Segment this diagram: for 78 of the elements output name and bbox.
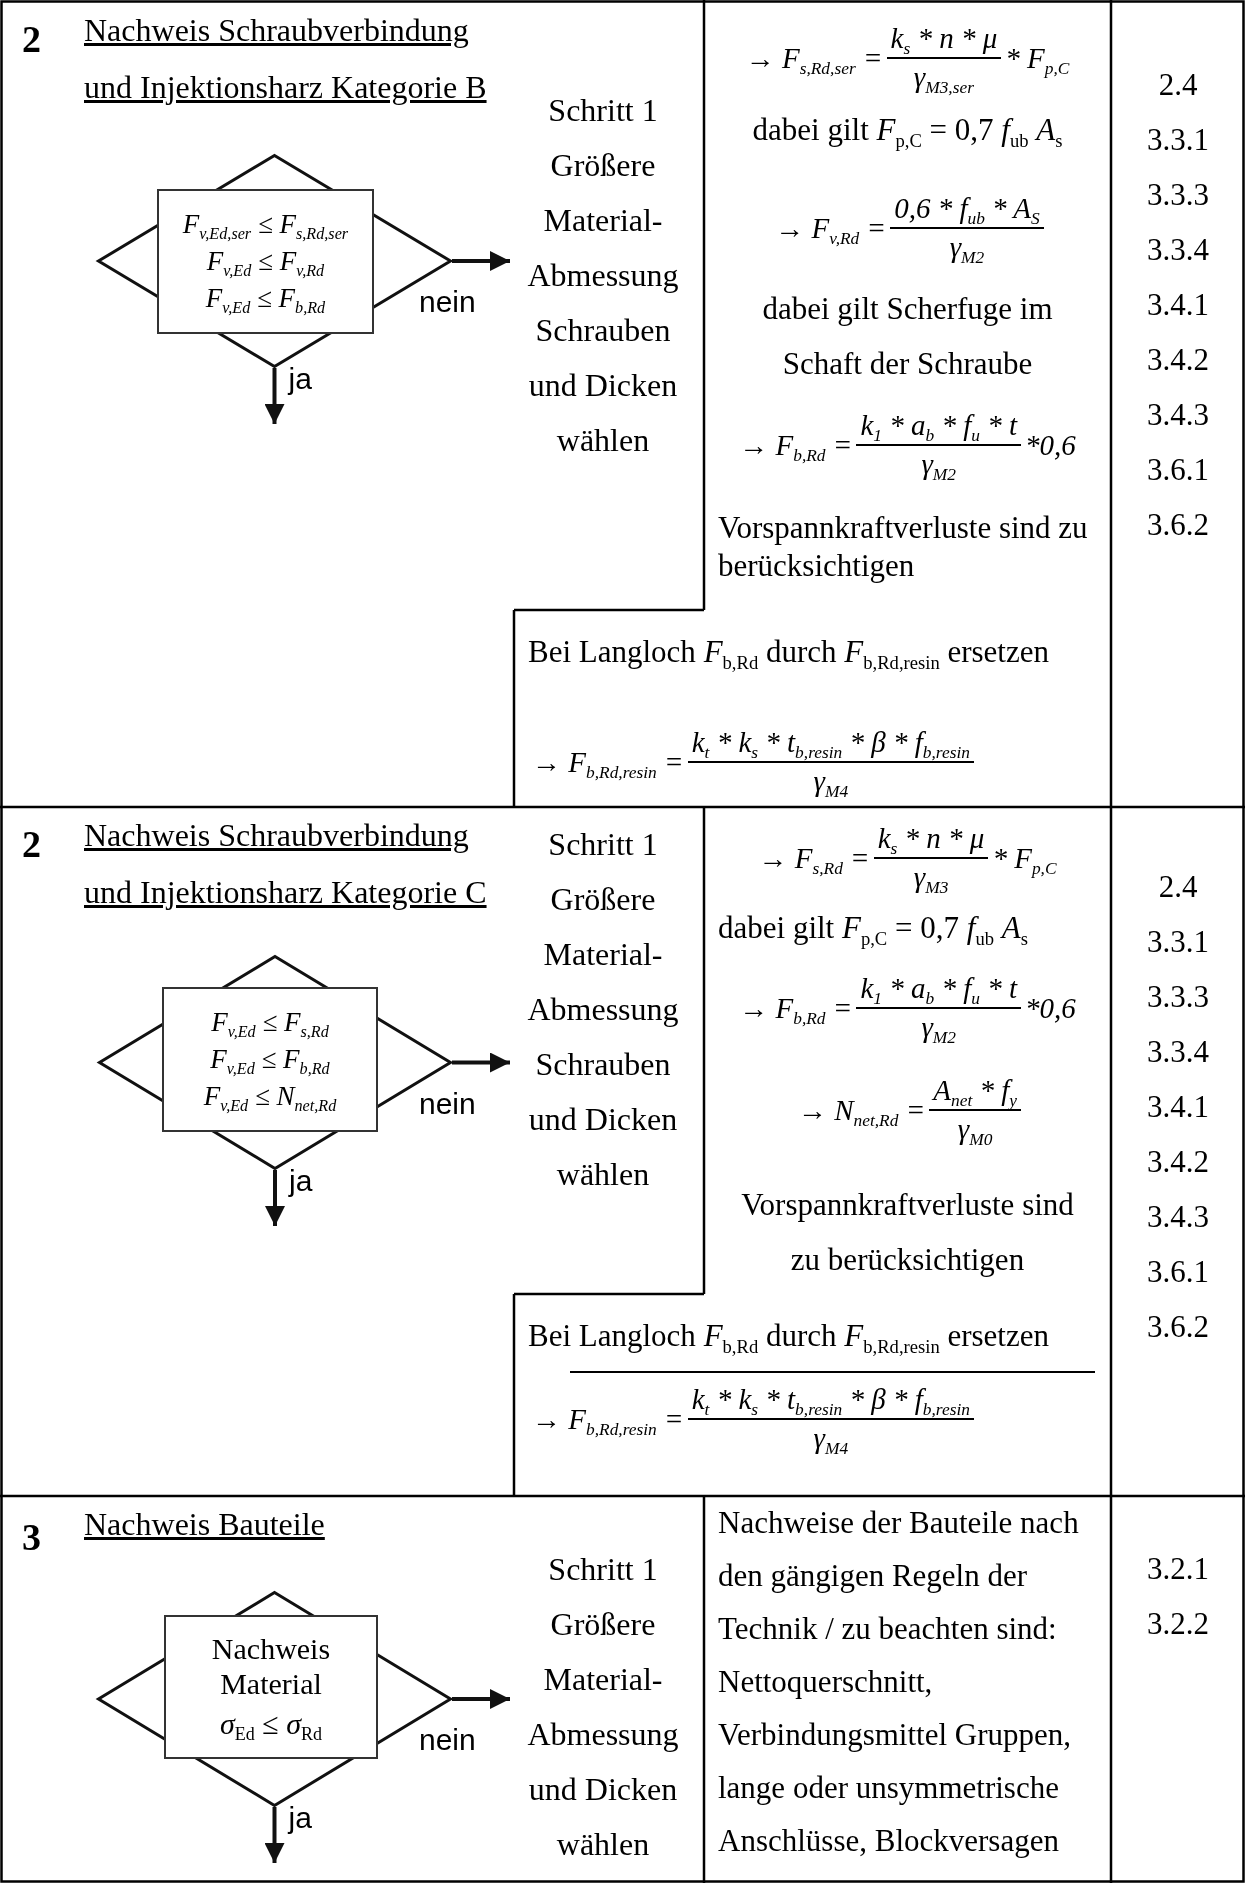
section-heading: Nachweis Bauteile (84, 1505, 326, 1544)
numerator: k$_{t}$ * k$_{s}$ * t$_{b,resin}$ * β * f$_{b,resin}$ (687, 726, 974, 763)
reference-number: 3.3.4 (1147, 1033, 1209, 1071)
note-text: Nachweise der Bauteile nach den gängigen Regeln der Technik / zu beachten sind: Nettoquerschnitt, Verbindungsmittel Gruppen, lange oder unsymmetrische Anschlüsse, Blockversagen (718, 1504, 1080, 1860)
formula-text: dabei gilt F$_{p,C}$ = 0,7 f$_{ub}$ A$_{s}$ (752, 111, 1063, 150)
reference-number: 3.3.3 (1147, 176, 1209, 214)
condition-text: F$_{v,Ed}$ ≤ N$_{net,Rd}$ (203, 1081, 337, 1113)
arrow (452, 1689, 510, 1709)
formula-term: → F$_{v,Rd}$ = (774, 211, 888, 245)
formula-term: → F$_{b,Rd,resin}$ = (531, 1402, 685, 1436)
step-text: Schritt 1 Größere Material- Abmessung und Dicken wählen (510, 1542, 696, 1872)
formula-term: → F$_{s,Rd,ser}$ = (744, 41, 884, 75)
reference-number: 3.6.2 (1147, 506, 1209, 544)
arrow (265, 1170, 285, 1226)
reference-number: 3.3.1 (1147, 923, 1209, 961)
reference-number: 3.6.1 (1147, 451, 1209, 489)
reference-number: 3.4.2 (1147, 1143, 1209, 1181)
step-text: Schritt 1 Größere Material- Abmessung Schrauben und Dicken wählen (510, 83, 696, 468)
reference-number: 2.4 (1158, 868, 1198, 906)
numerator: k$_{s}$ * n * μ (873, 822, 989, 859)
section-heading: Nachweis Schraubverbindung und Injektionsharz Kategorie B (84, 11, 488, 107)
denominator: γ$_{M2}$ (921, 447, 956, 481)
numerator: k$_{t}$ * k$_{s}$ * t$_{b,resin}$ * β * f$_{b,resin}$ (687, 1383, 974, 1420)
condition-text: σ$_{Ed}$ ≤ σ$_{Rd}$ (219, 1707, 323, 1742)
edge-label: ja (286, 1803, 314, 1833)
condition-text: F$_{v,Ed}$ ≤ F$_{b,Rd}$ (210, 1043, 330, 1075)
reference-number: 3.6.2 (1147, 1308, 1209, 1346)
condition-text: F$_{v,Ed,ser}$ ≤ F$_{s,Rd,ser}$ (182, 208, 349, 240)
formula-text: dabei gilt F$_{p,C}$ = 0,7 f$_{ub}$ A$_{s}$ (718, 909, 1028, 948)
arrow (264, 368, 285, 424)
step-text: Schritt 1 Größere Material- Abmessung Schrauben und Dicken wählen (510, 817, 696, 1202)
formula-text: Bei Langloch F$_{b,Rd}$ durch F$_{b,Rd,resin}$ ersetzen (528, 633, 1050, 672)
formula-term: *0,6 (1024, 428, 1077, 462)
denominator: γ$_{M3,ser}$ (913, 60, 974, 94)
formula-term: → F$_{b,Rd}$ = (738, 428, 854, 462)
section-number: 2 (22, 20, 41, 58)
numerator: k$_{1}$ * a$_{b}$ * f$_{u}$ * t (856, 409, 1021, 446)
reference-number: 3.3.1 (1147, 121, 1209, 159)
formula-term: → F$_{b,Rd,resin}$ = (531, 745, 685, 779)
formula-text: dabei gilt Scherfuge im Schaft der Schraube (761, 290, 1054, 383)
section-heading: Nachweis Schraubverbindung und Injektionsharz Kategorie C (84, 816, 488, 912)
reference-number: 3.4.2 (1147, 341, 1209, 379)
numerator: k$_{1}$ * a$_{b}$ * f$_{u}$ * t (856, 972, 1021, 1009)
edge-label: ja (287, 1166, 315, 1196)
reference-number: 3.3.3 (1147, 978, 1209, 1016)
numerator: 0,6 * f$_{ub}$ * A$_{S}$ (890, 192, 1044, 229)
reference-number: 3.4.1 (1147, 286, 1209, 324)
section-number: 2 (22, 825, 41, 863)
reference-number: 3.4.1 (1147, 1088, 1209, 1126)
reference-number: 3.2.2 (1147, 1605, 1209, 1643)
formula-text: Bei Langloch F$_{b,Rd}$ durch F$_{b,Rd,resin}$ ersetzen (528, 1317, 1050, 1356)
reference-number: 3.4.3 (1147, 396, 1209, 434)
denominator: γ$_{M2}$ (921, 1010, 956, 1044)
formula-term: → F$_{b,Rd}$ = (738, 991, 854, 1025)
edge-label: ja (286, 364, 314, 394)
formula-term: *0,6 (1024, 991, 1077, 1025)
denominator: γ$_{M2}$ (949, 230, 985, 264)
formula-term: → N$_{net,Rd}$ = (796, 1093, 927, 1127)
numerator: k$_{s}$ * n * μ (886, 22, 1002, 59)
denominator: γ$_{M3}$ (913, 860, 949, 894)
arrow (452, 1052, 510, 1073)
condition-text: F$_{v,Ed}$ ≤ F$_{b,Rd}$ (205, 283, 326, 315)
condition-text: F$_{v,Ed}$ ≤ F$_{s,Rd}$ (211, 1006, 329, 1038)
reference-number: 3.4.3 (1147, 1198, 1209, 1236)
denominator: γ$_{M4}$ (813, 1421, 849, 1455)
section-number: 3 (22, 1518, 41, 1556)
arrow (264, 1807, 285, 1863)
denominator: γ$_{M0}$ (957, 1112, 993, 1146)
arrow (452, 251, 510, 271)
reference-number: 2.4 (1158, 66, 1198, 104)
reference-number: 3.3.4 (1147, 231, 1209, 269)
reference-number: 3.6.1 (1147, 1253, 1209, 1291)
formula-term: → F$_{s,Rd}$ = (757, 841, 871, 875)
formula-text: Vorspannkraftverluste sind zu berücksichtigen (740, 1186, 1075, 1279)
condition-text: F$_{v,Ed}$ ≤ F$_{v,Rd}$ (206, 245, 325, 277)
formula-text: Vorspannkraftverluste sind zu berücksichtigen (718, 509, 1088, 585)
reference-number: 3.2.1 (1147, 1550, 1209, 1588)
denominator: γ$_{M4}$ (813, 764, 849, 798)
